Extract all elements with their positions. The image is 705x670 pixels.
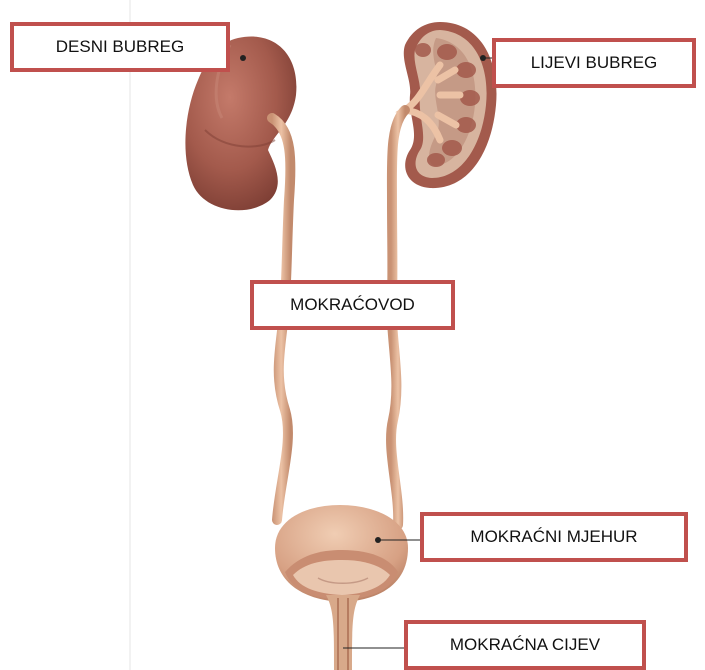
left-kidney-cross-section [404,22,497,188]
label-bladder: MOKRAĆNI MJEHUR [420,512,688,562]
right-kidney-pointer-dot [240,55,246,61]
urethra [326,595,406,670]
label-urethra: MOKRAĆNA CIJEV [404,620,646,670]
label-ureter: MOKRAĆOVOD [250,280,455,330]
label-right-kidney: DESNI BUBREG [10,22,230,72]
label-left-kidney: LIJEVI BUBREG [492,38,696,88]
